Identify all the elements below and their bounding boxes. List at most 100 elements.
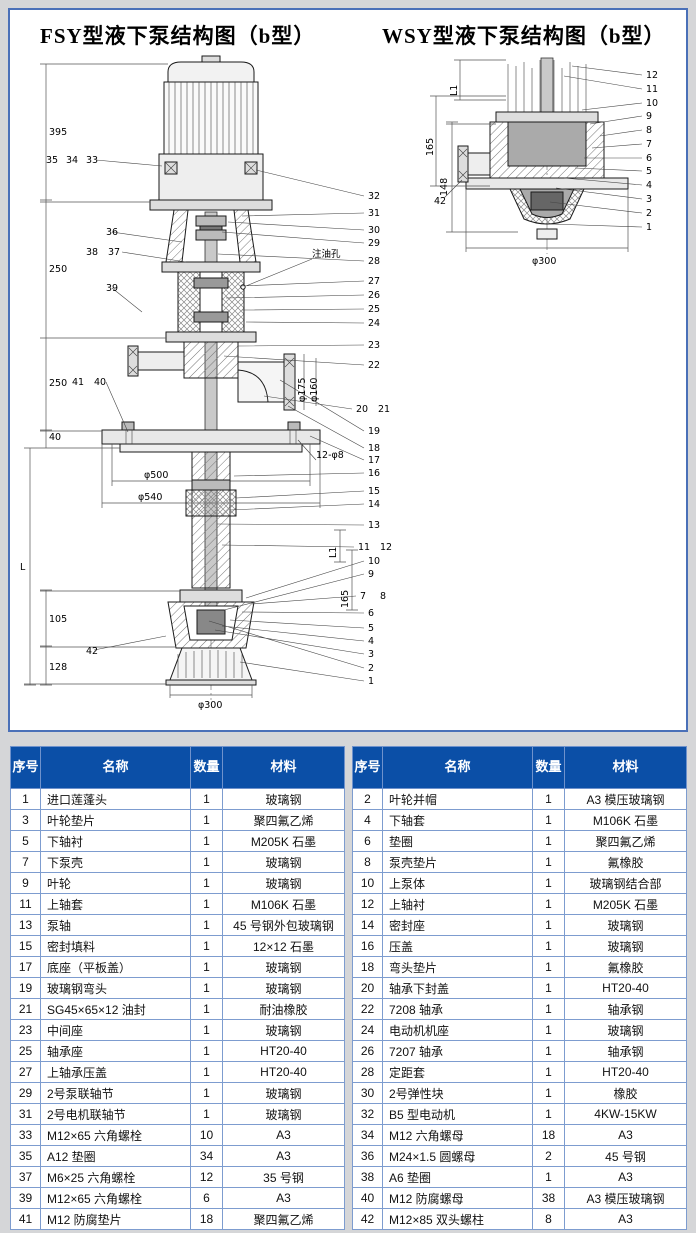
table-cell: 1 bbox=[10, 788, 41, 810]
table-cell: A12 垫圈 bbox=[40, 1145, 191, 1167]
dimension-lines bbox=[430, 59, 629, 252]
table-cell: 垫圈 bbox=[382, 830, 533, 852]
table-cell: 12 bbox=[352, 893, 383, 915]
table-cell: 玻璃钢 bbox=[222, 851, 345, 873]
table-cell: 35 bbox=[10, 1145, 41, 1167]
table-cell: 轴承座 bbox=[40, 1040, 191, 1062]
dimension-label: 165 bbox=[340, 590, 351, 608]
table-cell: 1 bbox=[190, 1061, 223, 1083]
table-cell: 进口莲蓬头 bbox=[40, 788, 191, 810]
dimension-label: 12-φ8 bbox=[316, 450, 344, 461]
callout-number: 42 bbox=[434, 196, 446, 207]
table-cell: 1 bbox=[532, 893, 565, 915]
table-cell: 下泵壳 bbox=[40, 851, 191, 873]
callout-number: 9 bbox=[368, 569, 374, 580]
dimension-label: 105 bbox=[49, 614, 67, 625]
table-cell: 上轴承压盖 bbox=[40, 1061, 191, 1083]
table-cell: 32 bbox=[352, 1103, 383, 1125]
impeller bbox=[530, 191, 564, 211]
callout-number: 35 bbox=[46, 155, 58, 166]
table-cell: 41 bbox=[10, 1208, 41, 1230]
dimension-label: φ500 bbox=[144, 470, 168, 481]
table-cell: M12×65 六角螺栓 bbox=[40, 1124, 191, 1146]
table-cell: 34 bbox=[190, 1145, 223, 1167]
table-cell: 玻璃钢 bbox=[564, 1019, 687, 1041]
table-cell: 玻璃钢 bbox=[222, 1019, 345, 1041]
annotation-label: 注油孔 bbox=[312, 248, 341, 260]
table-cell: M205K 石墨 bbox=[564, 893, 687, 915]
table-cell: 叶轮并帽 bbox=[382, 788, 533, 810]
table-cell: 耐油橡胶 bbox=[222, 998, 345, 1020]
table-cell: 下轴套 bbox=[382, 809, 533, 831]
table-cell: 1 bbox=[190, 788, 223, 810]
coupling-stool bbox=[161, 209, 261, 273]
table-cell: M6×25 六角螺栓 bbox=[40, 1166, 191, 1188]
table-cell: 聚四氟乙烯 bbox=[222, 1208, 345, 1230]
table-cell: 中间座 bbox=[40, 1019, 191, 1041]
suction-strainer bbox=[165, 647, 257, 698]
table-cell: 下轴衬 bbox=[40, 830, 191, 852]
table-cell: 2号弹性块 bbox=[382, 1082, 533, 1104]
callout-number: 27 bbox=[368, 276, 380, 287]
callout-number: 32 bbox=[368, 191, 380, 202]
callout-number: 29 bbox=[368, 238, 380, 249]
table-cell: 17 bbox=[10, 956, 41, 978]
callout-number: 13 bbox=[368, 520, 380, 531]
table-cell: 35 号钢 bbox=[222, 1166, 345, 1188]
table-cell: 玻璃钢 bbox=[222, 1103, 345, 1125]
fsy-pump-drawing: 3231302928272625242322202119181716151413… bbox=[20, 55, 392, 711]
table-cell: A3 模压玻璃钢 bbox=[564, 1187, 687, 1209]
dimension-label: φ175 bbox=[297, 378, 308, 402]
callout-number: 3 bbox=[368, 649, 374, 660]
table-cell: HT20-40 bbox=[564, 977, 687, 999]
table-cell: 21 bbox=[10, 998, 41, 1020]
table-cell: 玻璃钢 bbox=[564, 914, 687, 936]
callout-number: 7 bbox=[646, 139, 652, 150]
table-cell: 40 bbox=[352, 1187, 383, 1209]
dimension-label: 250 bbox=[49, 378, 67, 389]
dimension-label: L1 bbox=[328, 547, 339, 558]
table-cell: 34 bbox=[352, 1124, 383, 1146]
table-cell: 聚四氟乙烯 bbox=[564, 830, 687, 852]
dimension-label: 395 bbox=[49, 127, 67, 138]
table-cell: 14 bbox=[352, 914, 383, 936]
table-cell: 玻璃钢 bbox=[222, 788, 345, 810]
table-cell: 15 bbox=[10, 935, 41, 957]
table-cell: 1 bbox=[532, 788, 565, 810]
table-cell: 1 bbox=[532, 1019, 565, 1041]
table-cell: 18 bbox=[190, 1208, 223, 1230]
table-cell: 1 bbox=[532, 1166, 565, 1188]
table-cell: 7207 轴承 bbox=[382, 1040, 533, 1062]
table-cell: 11 bbox=[10, 893, 41, 915]
fsy-annotations: 注油孔 bbox=[312, 248, 341, 260]
table-cell: 上轴衬 bbox=[382, 893, 533, 915]
callout-number: 7 bbox=[360, 591, 366, 602]
callout-number: 5 bbox=[646, 166, 652, 177]
table-cell: M12×65 六角螺栓 bbox=[40, 1187, 191, 1209]
table-cell: 1 bbox=[190, 956, 223, 978]
table-cell: 1 bbox=[190, 851, 223, 873]
pump-body bbox=[465, 121, 629, 240]
header-row: 序号 名称 数量 材料 bbox=[10, 746, 345, 789]
table-cell: M12 防腐螺母 bbox=[382, 1187, 533, 1209]
table-cell: 聚四氟乙烯 bbox=[222, 809, 345, 831]
callout-number: 5 bbox=[368, 623, 374, 634]
table-cell: 轴承钢 bbox=[564, 1040, 687, 1062]
table-cell: 2 bbox=[532, 1145, 565, 1167]
table-cell: 38 bbox=[532, 1187, 565, 1209]
table-cell: M12×85 双头螺柱 bbox=[382, 1208, 533, 1230]
